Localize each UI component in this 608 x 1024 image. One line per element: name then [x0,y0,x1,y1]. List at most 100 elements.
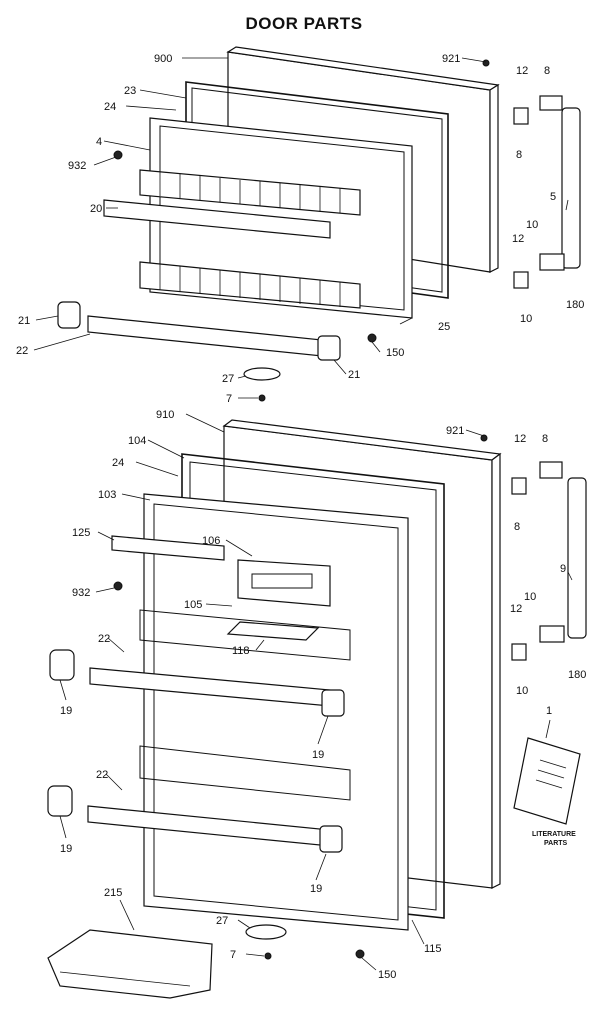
screw-150 [355,949,365,959]
label: 921 [442,53,460,65]
label: 9 [560,563,566,575]
label: 12 [510,603,522,615]
screw-150 [367,333,377,343]
top-shelf-ribs [139,169,361,216]
label: 22 [16,345,28,357]
top-labels: 900 921 23 24 12 8 4 932 8 5 20 10 12 21… [16,53,584,405]
label: 24 [112,457,124,469]
egg-tray [226,621,320,641]
butter-door [251,573,313,589]
label: 180 [568,669,586,681]
label: 22 [98,633,110,645]
bracket-lower [539,253,565,271]
label: 7 [226,393,232,405]
hinge-lower [513,271,529,289]
shelf-tray-lower [139,745,351,801]
label: 19 [310,883,322,895]
end-cap-right [317,335,341,361]
end-cap-right-upper [321,689,345,717]
label: 180 [566,299,584,311]
label: 10 [516,685,528,697]
label: 4 [96,136,102,148]
bottom-leader-lines [59,413,573,971]
label: 8 [514,521,520,533]
bottom-door-assembly: LITERATURE PARTS [47,409,587,999]
label: 24 [104,101,116,113]
plug-932 [113,581,123,591]
label: 27 [216,915,228,927]
liner-rim [159,125,405,311]
foot-27 [243,367,281,381]
outer-door-side-edge [489,83,499,273]
butter-compartment [237,559,331,607]
hinge-lower [511,643,527,661]
screw-921 [482,59,490,67]
handle-strip [567,477,587,639]
label: 21 [18,315,30,327]
label: 20 [90,203,102,215]
label: 22 [96,769,108,781]
label: 150 [386,347,404,359]
label: 19 [60,843,72,855]
literature-label-1: LITERATURE [532,831,576,838]
handle-strip [561,107,581,269]
label: 932 [72,587,90,599]
plug-932 [113,150,123,160]
shelf-bar [103,199,331,239]
label: 12 [514,433,526,445]
label: 900 [154,53,172,65]
label: 1 [546,705,552,717]
foot-27 [245,924,287,940]
literature-booklet [513,737,581,825]
label: 118 [232,645,250,657]
label: 10 [526,219,538,231]
shelf-tray-upper [139,609,351,661]
screw-7 [258,394,266,402]
hinge-upper [513,107,529,125]
label: 103 [98,489,116,501]
end-cap-left-lower [47,785,73,817]
top-door-assembly: 900 921 23 24 12 8 4 932 8 5 20 10 12 21… [16,46,584,405]
label: 106 [202,535,220,547]
label: 910 [156,409,174,421]
liner-rim [153,503,399,921]
inner-door-liner [143,493,409,931]
bracket-upper [539,95,563,111]
bottom-labels: 910 921 104 12 8 24 103 125 106 8 932 9 … [60,409,586,981]
door-bin [47,929,213,999]
label: 215 [104,887,122,899]
end-cap-left-upper [49,649,75,681]
label: 23 [124,85,136,97]
screw-921 [480,434,488,442]
label: 7 [230,949,236,961]
label: 21 [348,369,360,381]
label: 921 [446,425,464,437]
screw-7 [264,952,272,960]
label: 10 [524,591,536,603]
label: 932 [68,160,86,172]
label: 5 [550,191,556,203]
label: 125 [72,527,90,539]
end-cap-left [57,301,81,329]
label: 8 [516,149,522,161]
label: 8 [542,433,548,445]
label: 12 [516,65,528,77]
lower-shelf-bar [87,315,323,357]
label: 12 [512,233,524,245]
hinge-upper [511,477,527,495]
label: 105 [184,599,202,611]
label: 104 [128,435,146,447]
upper-shelf-bar [111,535,225,561]
literature-label-2: PARTS [544,840,568,847]
bracket-upper [539,461,563,479]
end-cap-right-lower [319,825,343,853]
label: 19 [60,705,72,717]
label: 25 [438,321,450,333]
label: 19 [312,749,324,761]
label: 150 [378,969,396,981]
top-leader-lines [33,57,569,399]
bracket-lower [539,625,565,643]
bottom-shelf-ribs [139,261,361,309]
